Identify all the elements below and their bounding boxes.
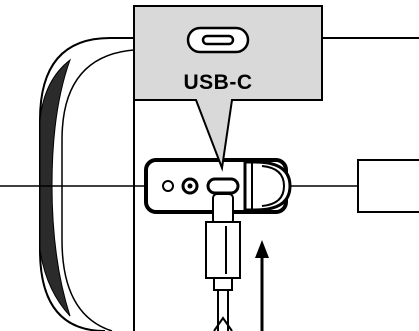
port-cover-flap	[243, 160, 292, 212]
port-cover-flap-edge	[261, 165, 286, 207]
plug-tip	[212, 193, 234, 225]
callout-label: USB-C	[184, 71, 253, 94]
usb-c-cable	[205, 193, 241, 331]
cable-break-mark	[213, 316, 233, 331]
cable-wire	[217, 290, 229, 331]
cable-strain-relief	[213, 277, 233, 291]
indicator-light	[162, 180, 174, 192]
usb-c-port	[206, 177, 240, 195]
callout-bubble	[133, 5, 323, 172]
device-inner-curve	[61, 49, 135, 331]
plug-housing	[205, 221, 241, 279]
right-side-block	[357, 159, 419, 213]
port-panel	[144, 158, 292, 214]
usb-c-callout: USB-C	[133, 5, 323, 172]
arrow-up-icon	[255, 240, 269, 331]
device-body	[39, 37, 419, 331]
device-side-band	[39, 58, 72, 317]
audio-jack-center	[187, 183, 193, 189]
usb-c-port-icon	[186, 26, 250, 54]
